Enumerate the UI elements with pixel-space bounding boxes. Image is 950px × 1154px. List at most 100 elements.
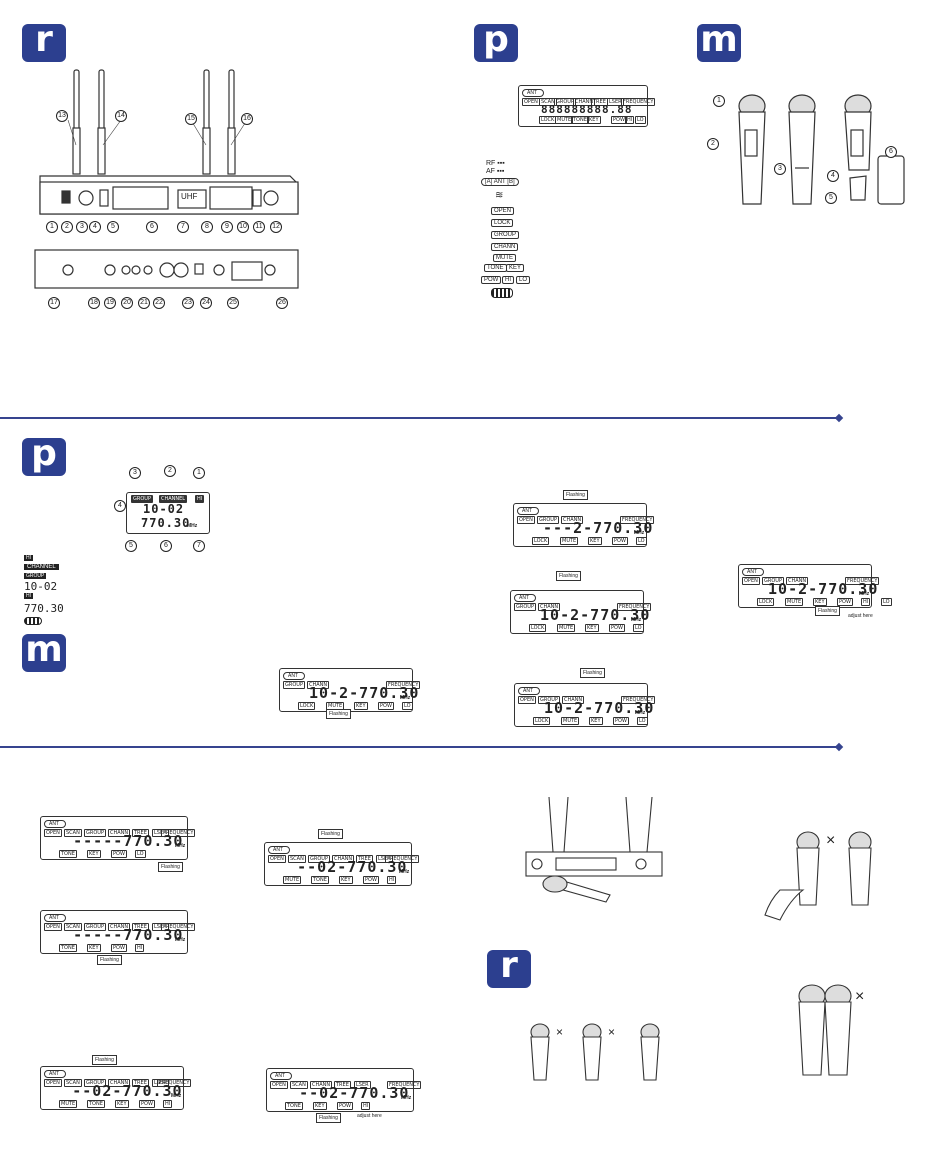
flashing-label: Flashing xyxy=(318,829,343,839)
legend-af: AF ▪▪▪ xyxy=(486,168,505,175)
tag-lser: LSER xyxy=(607,98,624,106)
lcd-tag: TONE xyxy=(59,850,77,858)
lcd-tag: HI xyxy=(387,876,397,884)
lcd-callout-1: 1 xyxy=(193,467,205,479)
lcd-tag: GROUP xyxy=(537,516,559,524)
lcd-tag: OPEN xyxy=(518,696,536,704)
section-badge-m-top: m xyxy=(697,22,741,62)
lcd-tag: GROUP xyxy=(283,681,305,689)
tag-group: GROUP xyxy=(131,495,153,503)
legend-group: GROUP xyxy=(491,231,520,239)
callout-2: 2 xyxy=(61,221,73,233)
lcd-tag: OPEN xyxy=(44,1079,62,1087)
rf-label: RF xyxy=(486,160,496,167)
legend-hi: HI xyxy=(502,276,514,284)
mhz-unit: MHz xyxy=(171,1093,182,1099)
a-label: A xyxy=(486,179,491,185)
lcd-callout-4: 4 xyxy=(114,500,126,512)
callout-24: 24 xyxy=(200,297,212,309)
frequency-readout: --02-770.30 xyxy=(72,1082,183,1100)
adjust-here-label: adjust here xyxy=(357,1113,382,1119)
lcd-tag: HI xyxy=(135,944,145,952)
legend-pow: POW xyxy=(481,276,502,284)
callout-13: 13 xyxy=(56,110,68,122)
lcd-tag: LSER xyxy=(354,1081,371,1089)
mhz-unit: MHz xyxy=(859,591,870,597)
lcd-tag: MUTE xyxy=(561,717,580,725)
callout-15: 15 xyxy=(185,113,197,125)
callout-12: 12 xyxy=(270,221,282,233)
lcd-tag: FREQUENCY xyxy=(617,603,652,611)
lcd-callout-6: 6 xyxy=(160,540,172,552)
mic-callout-2: 2 xyxy=(707,138,719,150)
callout-1: 1 xyxy=(46,221,58,233)
mic-callout-4: 4 xyxy=(827,170,839,182)
callout-10: 10 xyxy=(237,221,249,233)
flashing-label: Flashing xyxy=(556,571,581,581)
callout-11: 11 xyxy=(253,221,265,233)
lcd-tag: LO xyxy=(881,598,892,606)
receiver-brand: UHF xyxy=(181,192,198,201)
lcd-tag: GROUP xyxy=(538,696,560,704)
ant-icon: ANT xyxy=(517,507,539,515)
callout-14: 14 xyxy=(115,110,127,122)
battery-icon xyxy=(24,617,42,625)
callout-23: 23 xyxy=(182,297,194,309)
lcd-tag: TONE xyxy=(87,1100,105,1108)
frequency-readout: ---2-770.30 xyxy=(543,519,654,537)
lcd-tag: HI xyxy=(163,1100,173,1108)
lcd-tag: POW xyxy=(378,702,394,710)
lcd-tag: POW xyxy=(111,850,127,858)
lcd-tag: CHANN xyxy=(538,603,561,611)
ant-icon: ANT xyxy=(518,687,540,695)
lcd-tag: MUTE xyxy=(785,598,804,606)
mhz-unit: MHz xyxy=(401,1095,412,1101)
lcd-tag: LSER xyxy=(152,923,169,931)
frequency-readout: --02-770.30 xyxy=(297,858,408,876)
lcd-tag: HI xyxy=(361,1102,371,1110)
lcd-tag: FREQUENCY xyxy=(621,696,656,704)
callout-8: 8 xyxy=(201,221,213,233)
ant-icon: ANT xyxy=(283,672,305,680)
lcd-tag: LOCK xyxy=(529,624,547,632)
lcd-tag: LSER xyxy=(152,829,169,837)
lcd-tag: GROUP xyxy=(84,829,106,837)
ant-icon: ANT xyxy=(514,594,536,602)
lcd-tag: CHANN xyxy=(108,923,131,931)
af-label: AF xyxy=(486,168,495,175)
lcd-tag: OPEN xyxy=(270,1081,288,1089)
adjust-here-label: adjust here xyxy=(848,613,873,619)
mhz-unit: MHz xyxy=(187,523,198,529)
lcd-callout-7: 7 xyxy=(193,540,205,552)
lcd-tag: POW xyxy=(837,598,853,606)
tag-hi: HI xyxy=(625,116,635,124)
mhz-unit: MHz xyxy=(175,843,186,849)
tag-channel: CHANNEL xyxy=(159,495,188,503)
lcd-tag: KEY xyxy=(588,537,602,545)
frequency-readout: -----770.30 xyxy=(73,926,184,944)
lcd-tag: SCAN xyxy=(64,1079,82,1087)
legend-hi-icon: HI xyxy=(24,555,33,561)
lcd-tag: GROUP xyxy=(762,577,784,585)
battery-icon xyxy=(491,288,513,298)
callout-4: 4 xyxy=(89,221,101,233)
ant-icon: ANT xyxy=(44,820,66,828)
ant-icon: ANT xyxy=(742,568,764,576)
lcd-tag: KEY xyxy=(115,1100,129,1108)
lcd-tag: SCAN xyxy=(64,923,82,931)
lcd-tag: CHANN xyxy=(561,516,584,524)
legend-frequency: 770.30 xyxy=(24,602,64,615)
frequency-readout: 10-2-770.30 xyxy=(540,606,651,624)
lcd-tag: LO xyxy=(135,850,146,858)
callout-26: 26 xyxy=(276,297,288,309)
lcd-tag: OPEN xyxy=(44,829,62,837)
lcd-tag: POW xyxy=(612,537,628,545)
callout-5: 5 xyxy=(107,221,119,233)
lcd-tag: GROUP xyxy=(514,603,536,611)
lcd-tag: KEY xyxy=(339,876,353,884)
